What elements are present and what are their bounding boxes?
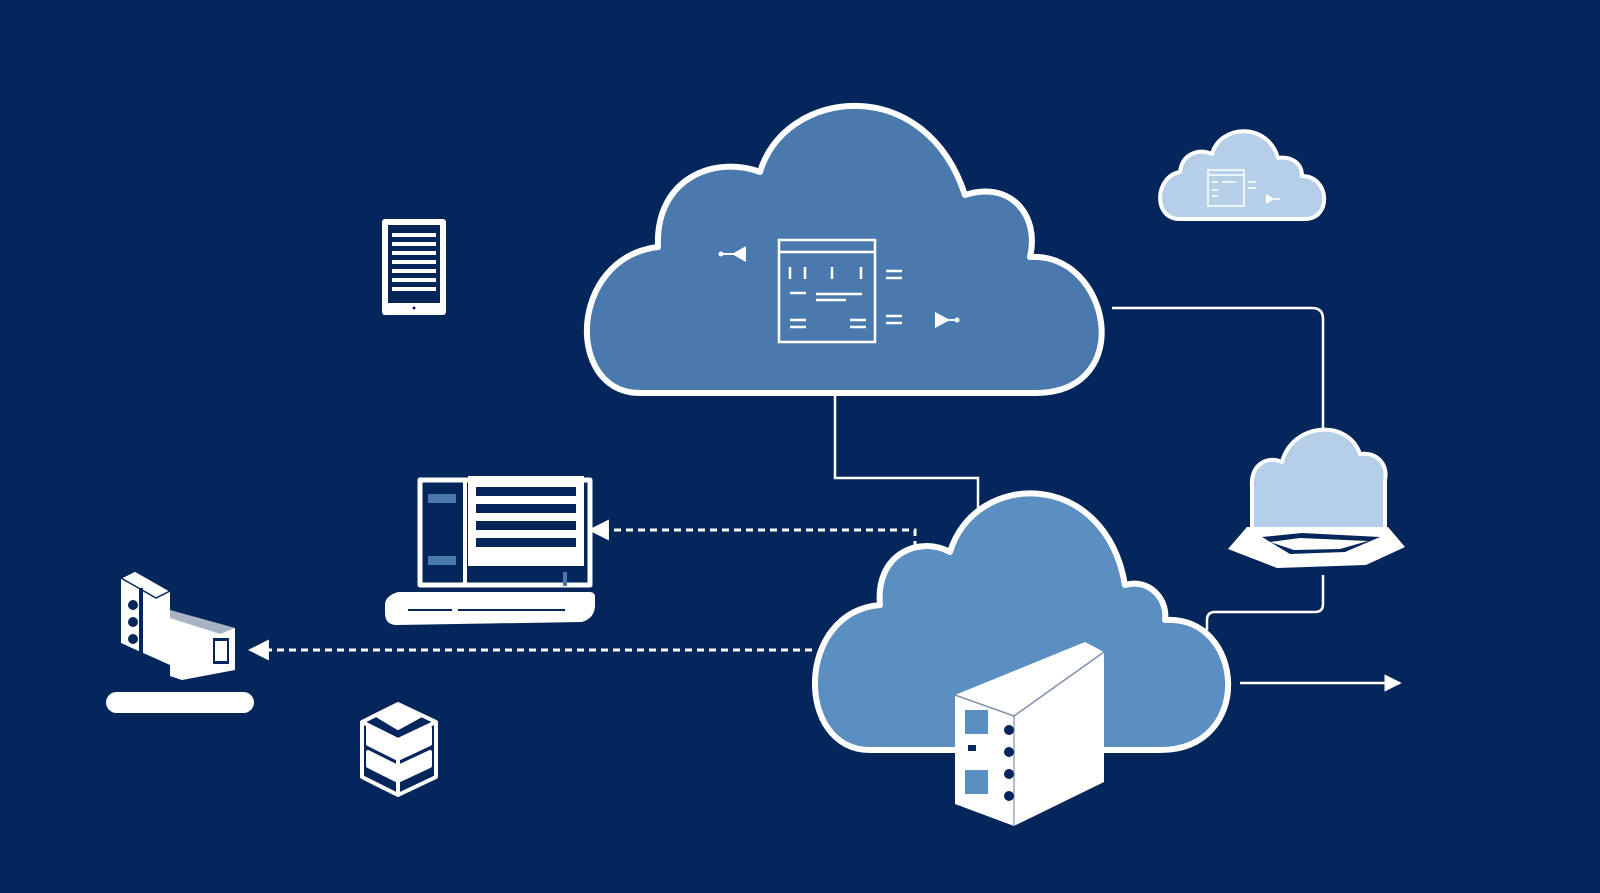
cloud-icon (1249, 427, 1388, 537)
dashboard-icon (777, 238, 902, 344)
small-cloud-top-right (1158, 129, 1327, 221)
cloud-icon (584, 102, 1105, 396)
camera-icon (119, 570, 235, 680)
lower-cloud (812, 490, 1232, 826)
laptop-icon (385, 476, 595, 625)
storage-stack-icon (360, 702, 438, 797)
camera-device (106, 570, 254, 713)
tablet-icon (382, 219, 446, 315)
cloud-on-base-right (1228, 427, 1405, 568)
storage-box (360, 702, 438, 797)
link-main-to-right-cloud (1112, 306, 1325, 428)
laptop (385, 476, 595, 625)
arrow-left-icon (718, 246, 746, 262)
server-icon (954, 642, 1105, 826)
base-platform-icon (1228, 527, 1405, 568)
dashed-link-to-laptop (587, 519, 917, 560)
link-main-to-lower-cloud (833, 393, 980, 520)
cloud-icon (812, 490, 1232, 753)
main-cloud (584, 102, 1105, 396)
mini-arrow-icon (1266, 194, 1274, 204)
arrow-right-icon (935, 312, 960, 328)
tablet (382, 219, 446, 315)
link-right-cloud-to-lower-cloud (1205, 575, 1325, 630)
device-base-bar (106, 692, 254, 713)
connectors (247, 306, 1402, 692)
